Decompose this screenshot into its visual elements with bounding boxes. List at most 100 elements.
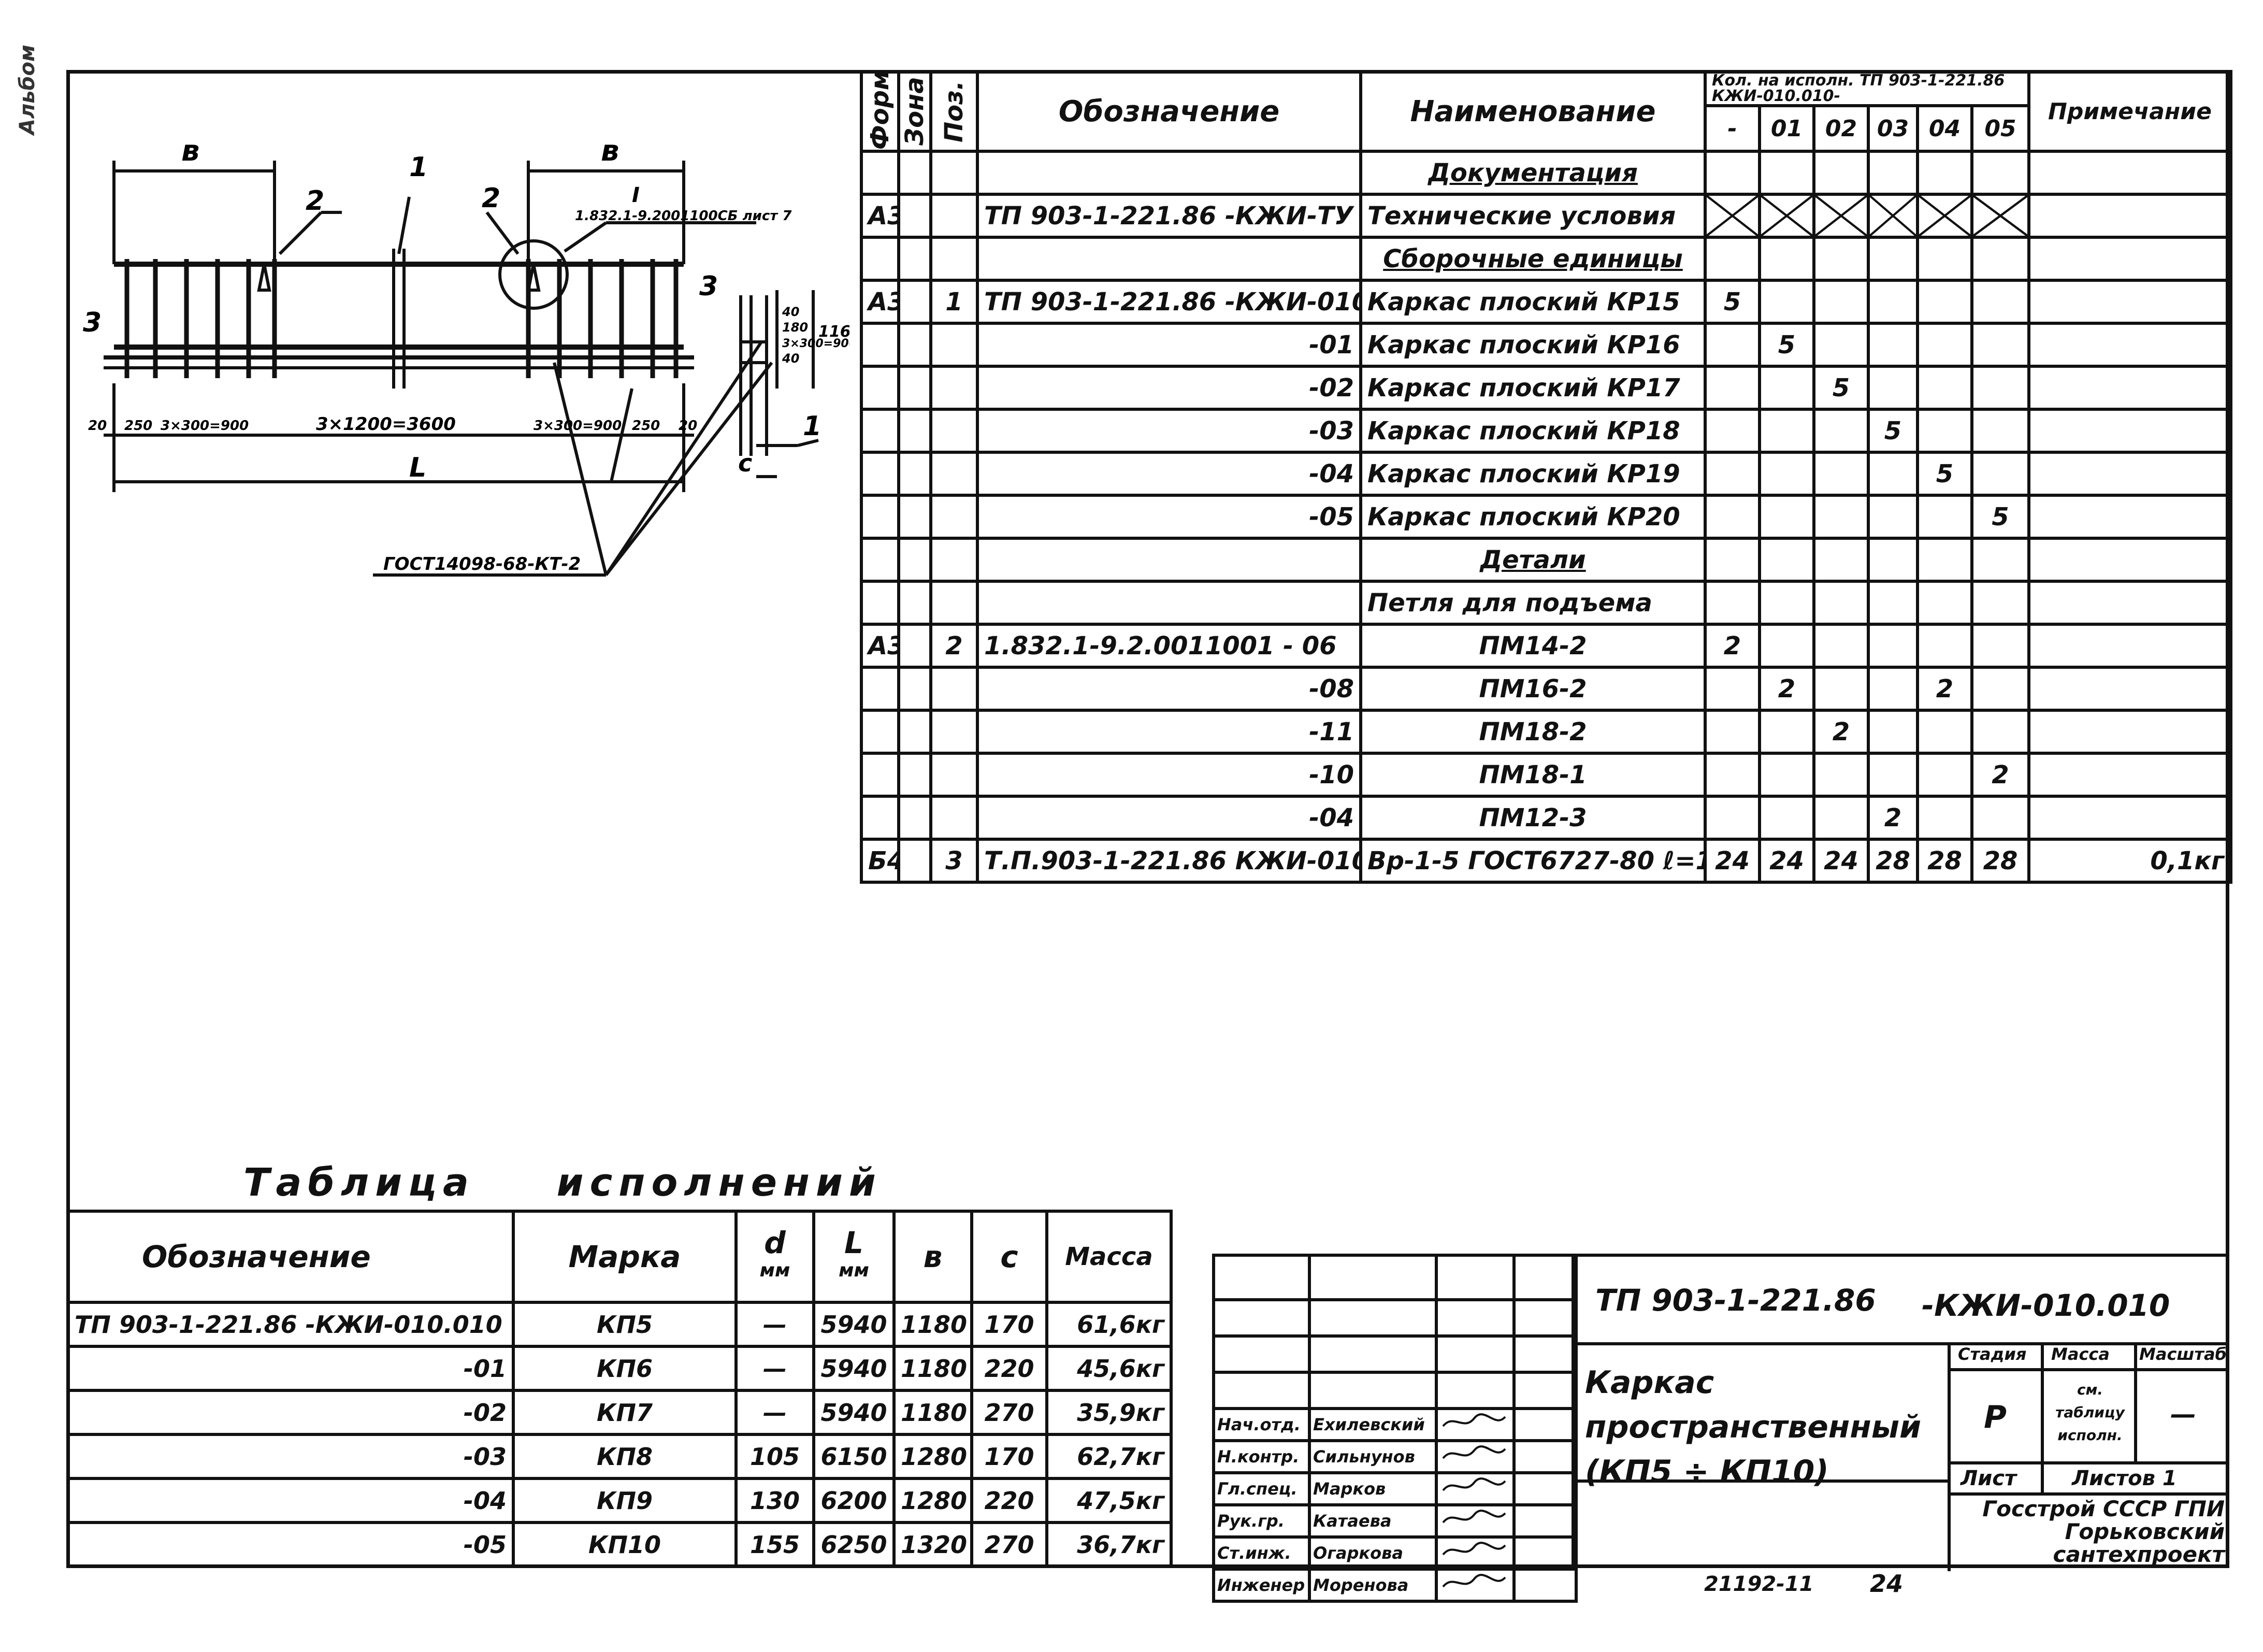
spec-qty [1916, 365, 1973, 411]
variant-c: 220 [970, 1345, 1048, 1392]
staff-empty-cell [1308, 1298, 1438, 1338]
spec-name: Каркас плоский КР18 [1359, 408, 1707, 454]
spec-zone [897, 795, 932, 841]
stage-value: Р [1984, 1399, 2007, 1435]
staff-date [1512, 1471, 1578, 1506]
spec-qty [1970, 537, 2031, 583]
spec-zone [897, 193, 932, 239]
title-right: ТП 903-1-221.86 -КЖИ-010.010 Каркас прос… [1572, 1254, 2229, 1571]
spec-note [2027, 709, 2233, 755]
variant-d: 130 [734, 1477, 815, 1524]
cross-mark [1708, 197, 1756, 234]
staff-empty-cell [1512, 1298, 1578, 1338]
spec-qty [1970, 709, 2031, 755]
staff-empty-cell [1308, 1371, 1438, 1410]
spec-format [860, 408, 900, 454]
header-variant: 03 [1867, 104, 1919, 153]
spec-note [2027, 537, 2233, 583]
spec-format [860, 795, 900, 841]
spec-qty [1758, 494, 1815, 540]
staff-name: Марков [1308, 1471, 1438, 1506]
spec-format [860, 709, 900, 755]
dim-side-3x300: 3×300=900 [782, 337, 849, 350]
spec-qty [1916, 752, 1973, 798]
divider-h1 [1575, 1342, 2229, 1345]
dim-250-left: 250 [124, 418, 152, 434]
spec-pos [929, 150, 979, 196]
spec-qty [1812, 236, 1870, 282]
spec-name: ПМ16-2 [1359, 666, 1707, 712]
spec-qty [1867, 623, 1919, 669]
spec-qty [1916, 795, 1973, 841]
staff-name: Огаркова [1308, 1535, 1438, 1571]
spec-qty [1970, 623, 2031, 669]
variant-mark: КП7 [512, 1389, 738, 1436]
spec-format [860, 752, 900, 798]
spec-qty [1704, 709, 1761, 755]
spec-qty [1812, 666, 1870, 712]
spec-qty [1758, 365, 1815, 411]
cross-mark [1871, 197, 1914, 234]
staff-role: Ст.инж. [1212, 1535, 1311, 1571]
spec-row: Петля для подъема [860, 580, 2233, 626]
spec-qty [1867, 279, 1919, 325]
spec-qty-crossed [1970, 193, 2031, 239]
spec-qty [1812, 752, 1870, 798]
spec-note [2027, 322, 2233, 368]
spec-format [860, 365, 900, 411]
variant-L: 5940 [812, 1345, 896, 1392]
spec-note [2027, 451, 2233, 497]
spec-qty [1758, 709, 1815, 755]
var-header-d-symbol: d [764, 1225, 786, 1260]
signature-mark [1442, 1477, 1506, 1491]
var-header-mark: Марка [512, 1210, 738, 1304]
spec-zone [897, 623, 932, 669]
divider-v1 [1948, 1342, 1951, 1571]
spec-format [860, 322, 900, 368]
staff-row: Нач.отд.Ехилевский [1212, 1407, 1578, 1442]
staff-empty-cell [1435, 1254, 1516, 1301]
spec-qty [1916, 709, 1973, 755]
spec-qty [1867, 494, 1919, 540]
staff-date [1512, 1535, 1578, 1571]
var-header-L-unit: мм [839, 1260, 869, 1281]
variant-L: 6150 [812, 1433, 896, 1480]
variant-mark: КП9 [512, 1477, 738, 1524]
staff-empty-row [1212, 1334, 1578, 1374]
callout-roman: I [632, 183, 640, 207]
spec-format [860, 150, 900, 196]
scale-label: Масштаб [2139, 1344, 2227, 1364]
var-header-L-symbol: L [844, 1225, 863, 1260]
variant-L: 6200 [812, 1477, 896, 1524]
spec-note [2027, 150, 2233, 196]
spec-format [860, 451, 900, 497]
spec-format [860, 537, 900, 583]
spec-designation: ТП 903-1-221.86 -КЖИ-ТУ [976, 193, 1362, 239]
spec-name: Каркас плоский КР15 [1359, 279, 1707, 325]
spec-qty [1916, 580, 1973, 626]
header-format: Формат [861, 71, 899, 151]
staff-empty-cell [1308, 1254, 1438, 1301]
spec-designation: -02 [976, 365, 1362, 411]
staff-empty-cell [1212, 1334, 1311, 1374]
pos-1-side: 1 [803, 411, 821, 442]
spec-designation: -10 [976, 752, 1362, 798]
spec-zone [897, 408, 932, 454]
spec-designation: Т.П.903-1-221.86 КЖИ-010-011 [976, 838, 1362, 884]
spec-pos [929, 494, 979, 540]
spec-qty [1758, 451, 1815, 497]
staff-date [1512, 1503, 1578, 1539]
spec-name: Сборочные единицы [1359, 236, 1707, 282]
spec-qty: 5 [1970, 494, 2031, 540]
doc-number: ТП 903-1-221.86 [1595, 1283, 1876, 1318]
spec-qty [1812, 451, 1870, 497]
variant-c: 170 [970, 1433, 1048, 1480]
spec-format: А3 [860, 279, 900, 325]
spec-designation: 1.832.1-9.2.0011001 - 06 [976, 623, 1362, 669]
spec-qty [1916, 279, 1973, 325]
